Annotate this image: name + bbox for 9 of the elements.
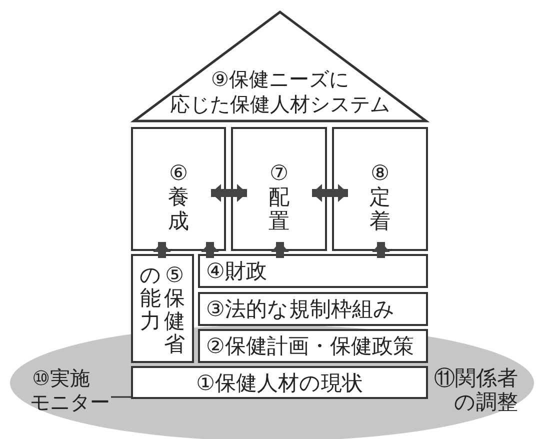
side-label: ⑩実施モニター — [26, 366, 110, 418]
layer-box: ②保健計画・保健政策 — [198, 329, 428, 363]
leader-line — [111, 396, 131, 398]
foundation-box: ①保健人材の現状 — [131, 366, 428, 399]
layer-box: ④財政 — [198, 254, 428, 288]
vertical-box: ⑤保健省の能力 — [131, 254, 194, 363]
side-label: ⑪関係者の調整 — [433, 366, 518, 414]
roof-text: ⑨保健ニーズに応じた保健人材システム — [170, 67, 390, 116]
layer-box: ③法的な規制枠組み — [198, 292, 428, 326]
